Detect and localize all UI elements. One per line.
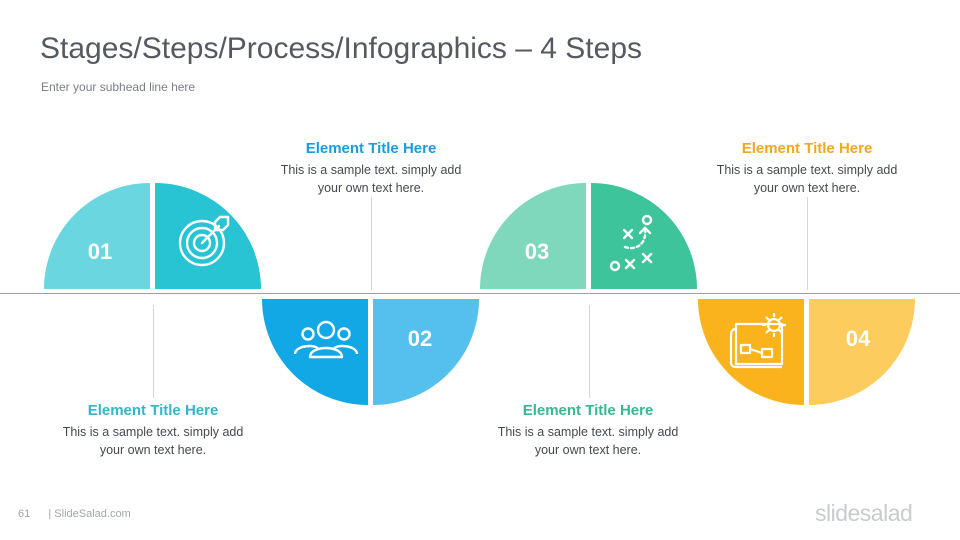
target-icon [178,215,230,267]
step-4-number: 04 [845,326,871,351]
step-3-left-shape [480,183,586,289]
step-1-left-quadrant [44,183,150,289]
page-number: 61 [18,508,31,520]
step-2-title: Element Title Here [305,140,437,157]
step-3-title: Element Title Here [522,402,654,419]
connector-line-4 [807,197,808,290]
team-icon [293,320,359,359]
footer: 61 | SlideSalad.com [18,508,131,520]
step-4-title: Element Title Here [741,140,873,157]
page-subhead: Enter your subhead line here [41,80,196,94]
brand-logo: slidesalad [815,500,913,526]
footer-source: | SlideSalad.com [48,508,131,520]
step-2-left-quadrant [262,299,368,405]
step-2-description: This is a sample text. simply add your o… [280,163,462,195]
connector-line-1 [153,305,154,398]
step-1-title: Element Title Here [87,402,219,419]
page-title: Stages/Steps/Process/Infographics – 4 St… [40,32,643,65]
step-1-left-shape [44,183,150,289]
step-4-right-quadrant [809,299,915,405]
step-2-text-block: Element Title Here This is a sample text… [271,140,471,197]
step-1-number: 01 [87,239,113,264]
step-2-right-quadrant [373,299,479,405]
step-3-text-block: Element Title Here This is a sample text… [488,402,688,459]
strategy-icon [609,214,653,272]
step-2-number: 02 [407,326,433,351]
step-4-description: This is a sample text. simply add your o… [716,163,898,195]
connector-line-3 [589,305,590,398]
step-4-right-shape [809,299,915,405]
step-2-left-shape [262,299,368,405]
timeline-axis [0,293,960,294]
step-1-text-block: Element Title Here This is a sample text… [53,402,253,459]
step-3-left-quadrant [480,183,586,289]
step-3-description: This is a sample text. simply add your o… [497,425,679,457]
step-3-number: 03 [524,239,550,264]
blueprint-gear-icon [729,313,786,369]
connector-line-2 [371,197,372,290]
step-1-description: This is a sample text. simply add your o… [62,425,244,457]
step-2-right-shape [373,299,479,405]
step-4-text-block: Element Title Here This is a sample text… [707,140,907,197]
